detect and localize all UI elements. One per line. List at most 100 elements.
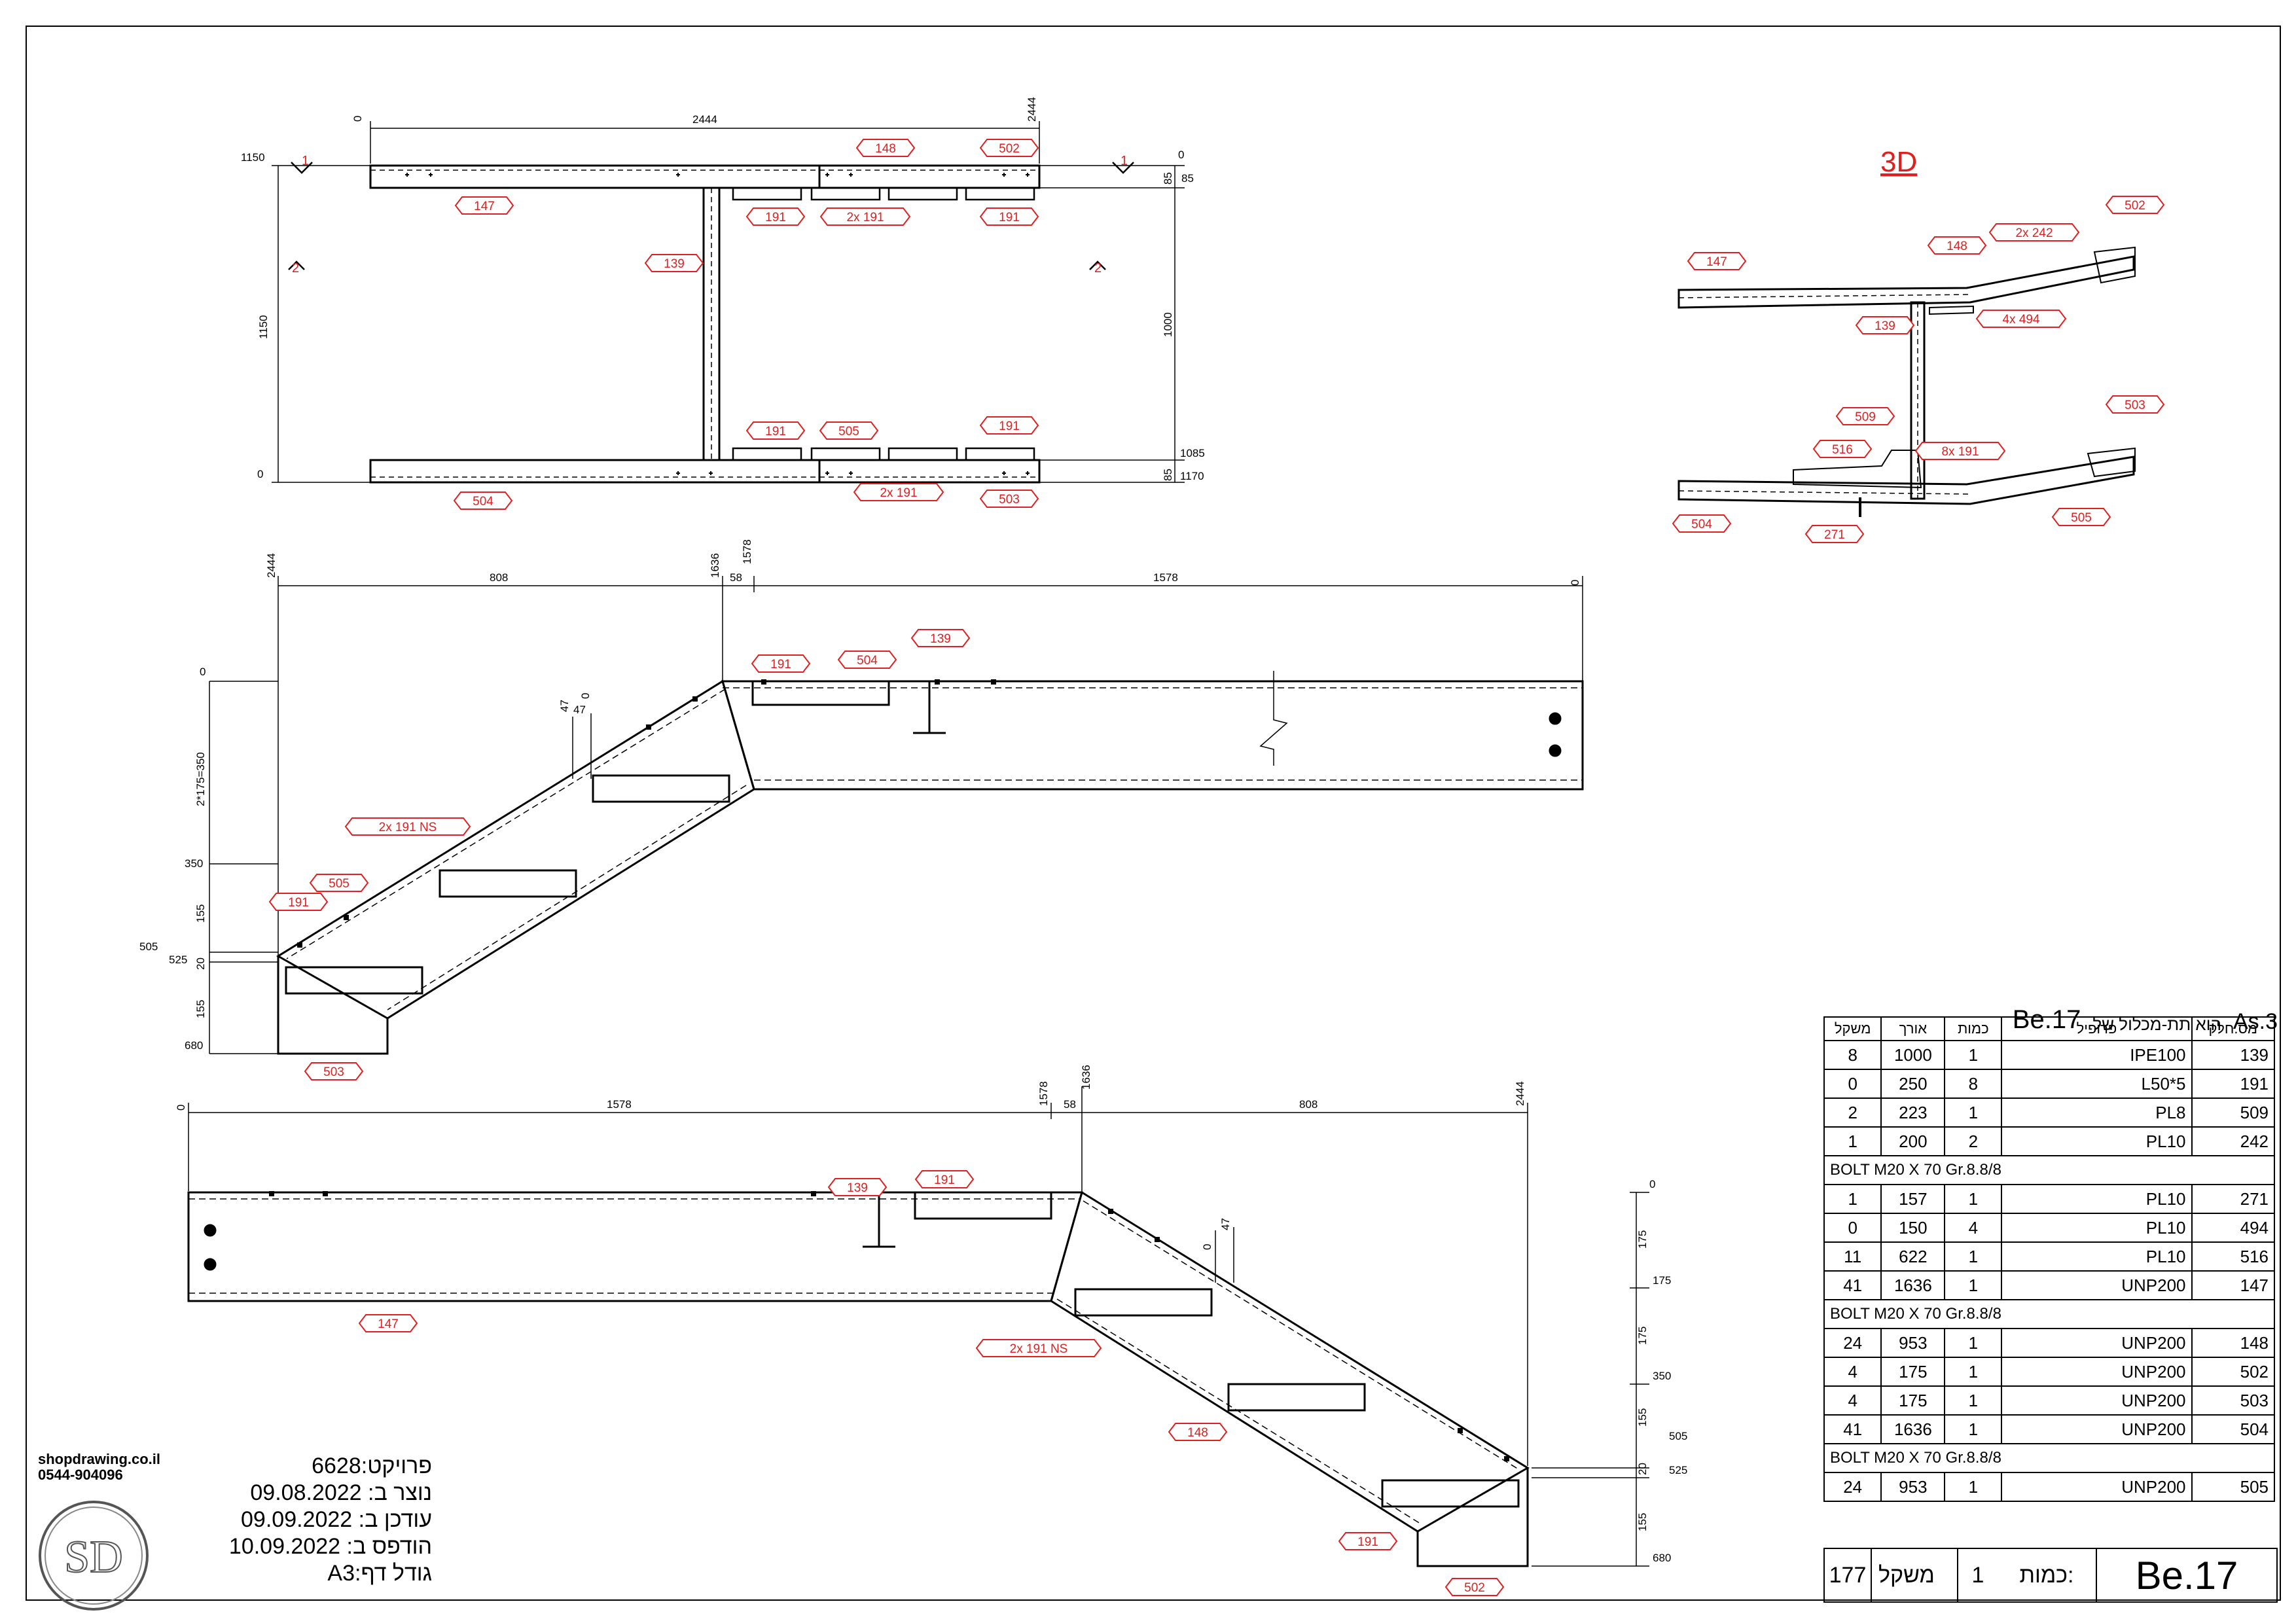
bom-cell-part: 494	[2191, 1213, 2275, 1243]
created-date: 09.08.2022 :נוצר ב	[250, 1480, 432, 1505]
bom-cell-length: 157	[1880, 1184, 1946, 1214]
sheet-border	[26, 26, 2281, 1601]
part-tag: 504	[1672, 514, 1732, 533]
dim-text: 0	[579, 693, 592, 699]
footer-weight-label: משקל	[1872, 1549, 1958, 1601]
bom-cell-profile: UNP200	[2001, 1385, 2193, 1416]
elevation-2-dimensions: 0 1578 1578 58 1636 808 2444 0 175 175 1…	[175, 1065, 1687, 1564]
dim-text: 2*175=350	[194, 752, 207, 806]
part-tag-label: 139	[930, 632, 951, 646]
bom-cell-part: 509	[2191, 1097, 2275, 1128]
part-tag-label: 148	[875, 142, 896, 156]
part-tag: 191	[751, 654, 811, 673]
part-tag-label: 139	[847, 1181, 868, 1195]
col-qty: כמות	[1944, 1016, 2003, 1041]
part-tag: 148	[1168, 1423, 1228, 1441]
dim-text: 808	[1299, 1098, 1318, 1111]
part-tag-label: 503	[2125, 399, 2145, 412]
plan-view	[272, 121, 1185, 484]
bom-cell-part: 504	[2191, 1414, 2275, 1444]
bom-note: BOLT M20 X 70 Gr.8.8/8	[1823, 1443, 2275, 1473]
part-tag: 271	[1804, 525, 1865, 543]
dim-text: 350	[1653, 1370, 1671, 1382]
bom-cell-length: 953	[1880, 1472, 1946, 1502]
bom-cell-weight: 11	[1823, 1241, 1882, 1272]
part-tag-label: 191	[999, 419, 1020, 433]
part-tag-label: 503	[999, 493, 1020, 507]
part-tag: 147	[1687, 252, 1747, 270]
dim-text: 0	[257, 468, 263, 480]
bom-cell-weight: 1	[1823, 1126, 1882, 1156]
bom-cell-profile: PL10	[2001, 1126, 2193, 1156]
dim-text: 47	[1219, 1218, 1232, 1230]
title-block-footer: 177 משקל 1 כמות: Be.17	[1823, 1548, 2278, 1603]
bom-cell-profile: PL10	[2001, 1241, 2193, 1272]
bom-cell-length: 175	[1880, 1357, 1946, 1387]
part-tag: 191	[745, 421, 806, 440]
part-tag: 502	[1444, 1578, 1505, 1596]
dim-text: 1578	[1153, 571, 1178, 584]
part-tag: 503	[304, 1062, 364, 1080]
part-tag: 191	[979, 207, 1039, 226]
dim-text: 0	[1649, 1178, 1655, 1190]
dim-text: 0	[1178, 149, 1184, 161]
part-tag: 505	[2051, 508, 2111, 526]
bom-cell-qty: 1	[1944, 1097, 2003, 1128]
page-size: A3:גודל דף	[327, 1561, 432, 1586]
part-tag: 191	[268, 893, 329, 911]
bom-cell-qty: 1	[1944, 1270, 2003, 1300]
part-tag-label: 148	[1946, 240, 1967, 253]
part-tag: 8x 191	[1914, 442, 2006, 460]
part-tag-label: 502	[2125, 199, 2145, 213]
part-tag-label: 504	[857, 654, 878, 668]
part-tag-label: 504	[473, 495, 493, 508]
dim-text: 47	[558, 700, 571, 712]
part-tag: 147	[358, 1314, 418, 1332]
dim-text: 175	[1636, 1327, 1649, 1345]
bom-cell-qty: 1	[1944, 1472, 2003, 1502]
part-tag-label: 191	[934, 1173, 955, 1187]
bom-note: BOLT M20 X 70 Gr.8.8/8	[1823, 1155, 2275, 1185]
bom-cell-qty: 1	[1944, 1040, 2003, 1070]
dim-text: 0	[200, 666, 206, 678]
bom-row: BOLT M20 X 70 Gr.8.8/8	[1823, 1299, 2275, 1329]
dim-text: 2444	[1026, 97, 1038, 122]
bom-cell-length: 200	[1880, 1126, 1946, 1156]
bom-cell-qty: 2	[1944, 1126, 2003, 1156]
bom-cell-length: 175	[1880, 1385, 1946, 1416]
bom-cell-weight: 2	[1823, 1097, 1882, 1128]
part-tag: 139	[827, 1178, 888, 1196]
bom-cell-profile: UNP200	[2001, 1414, 2193, 1444]
bom-cell-length: 1636	[1880, 1270, 1946, 1300]
dim-text: 525	[1669, 1464, 1687, 1476]
title-3d: 3D	[1880, 146, 1917, 178]
footer-qty-value: 1	[1971, 1562, 1984, 1588]
part-tag: 139	[910, 629, 971, 647]
part-tag: 191	[914, 1170, 975, 1188]
dim-text: 155	[1636, 1513, 1649, 1531]
bom-cell-weight: 4	[1823, 1357, 1882, 1387]
dim-text: 2444	[1514, 1081, 1526, 1106]
bom-cell-weight: 24	[1823, 1328, 1882, 1358]
dim-text: 680	[185, 1039, 203, 1052]
bom-cell-weight: 0	[1823, 1213, 1882, 1243]
elevation-1	[209, 576, 1584, 1055]
part-tag-label: 2x 191 NS	[1010, 1342, 1068, 1356]
bom-cell-weight: 41	[1823, 1270, 1882, 1300]
part-tag: 504	[837, 651, 897, 669]
part-tag-label: 191	[765, 425, 786, 438]
bom-cell-qty: 1	[1944, 1328, 2003, 1358]
part-tag: 148	[855, 139, 916, 157]
bom-cell-length: 622	[1880, 1241, 1946, 1272]
bom-cell-part: 139	[2191, 1040, 2275, 1070]
dim-text: 2444	[692, 113, 717, 126]
part-tag-label: 4x 494	[2002, 313, 2039, 327]
part-tag-label: 502	[999, 142, 1020, 156]
part-tag-label: 147	[1706, 255, 1727, 269]
bom-cell-weight: 41	[1823, 1414, 1882, 1444]
